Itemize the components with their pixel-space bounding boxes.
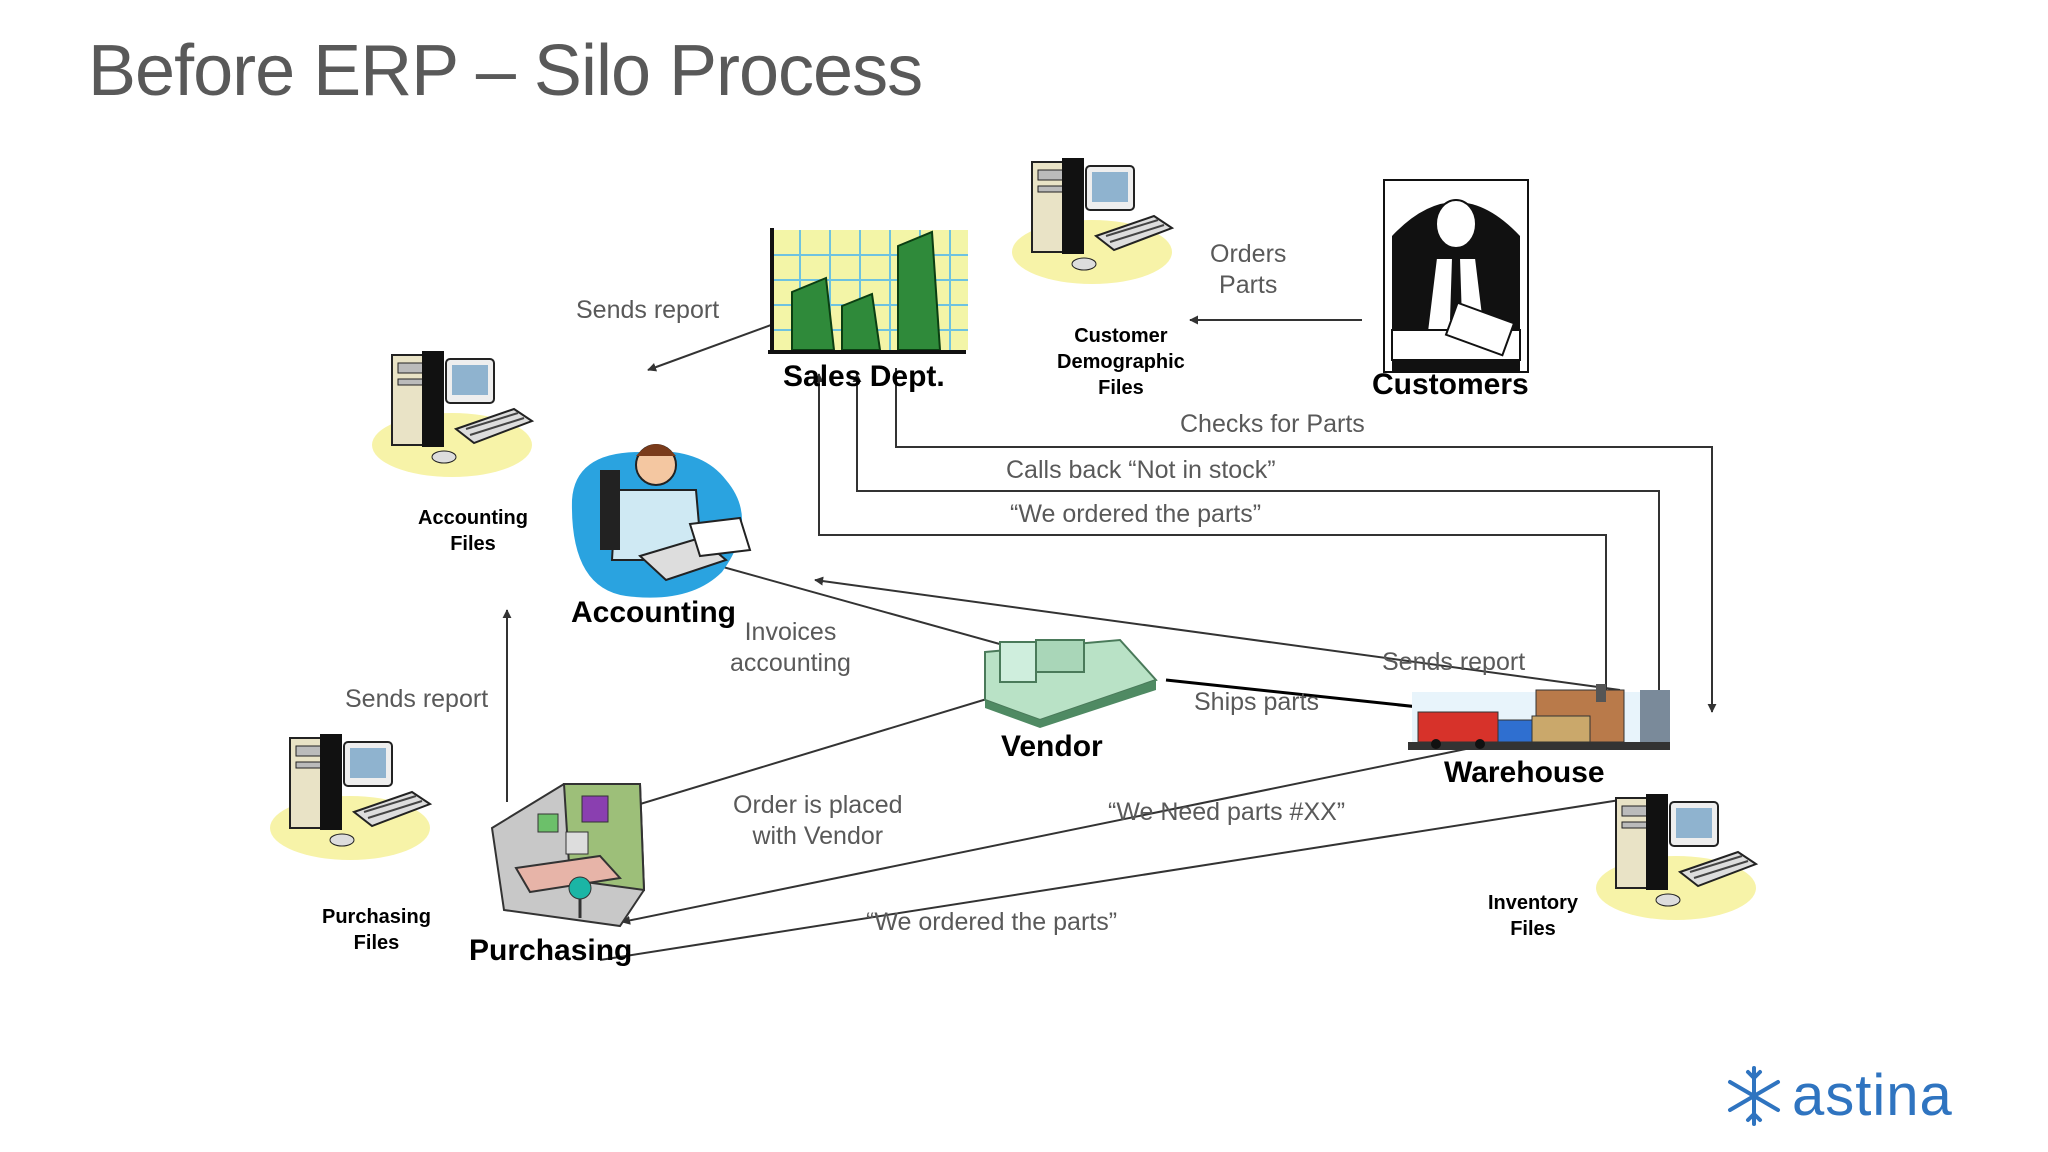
arrow-we-ordered-the-parts-bottom	[599, 799, 1621, 961]
label-ships-parts: Ships parts	[1194, 688, 1320, 716]
label-purchasing-files: Purchasing Files	[322, 906, 431, 954]
arrow-vendor-ships-parts	[1165, 678, 1430, 713]
customer-person-icon	[1383, 179, 1529, 373]
node-customers: Customers	[1372, 368, 1529, 401]
warehouse-icon	[1408, 684, 1670, 750]
label-order-placed-with-vendor: Order is placed with Vendor	[733, 791, 903, 850]
node-warehouse: Warehouse	[1444, 756, 1605, 789]
astina-logo: astina	[1722, 1058, 1953, 1134]
slide-title: Before ERP – Silo Process	[88, 31, 923, 111]
node-vendor: Vendor	[1001, 730, 1103, 763]
computer-icon	[371, 350, 533, 478]
computer-icon	[1011, 157, 1173, 285]
label-orders-parts: Orders Parts	[1210, 240, 1287, 299]
label-accounting-files: Accounting Files	[418, 507, 528, 555]
label-sends-report-sales: Sends report	[576, 296, 720, 324]
label-invoices-accounting: Invoices accounting	[730, 618, 851, 677]
arrow-checks-for-parts	[895, 368, 1717, 713]
accountant-icon	[571, 444, 752, 598]
arrow-we-ordered-the-parts-top	[814, 373, 1607, 712]
label-calls-back-not-in-stock: Calls back “Not in stock”	[1006, 456, 1276, 484]
logo-text: astina	[1792, 1063, 1953, 1128]
arrow-sales-sends-report	[647, 317, 791, 372]
node-sales-dept: Sales Dept.	[783, 360, 945, 393]
computer-icon	[269, 733, 431, 861]
computer-icon	[1595, 793, 1757, 921]
label-we-ordered-the-parts-top: “We ordered the parts”	[1010, 500, 1262, 528]
label-we-need-parts: “We Need parts #XX”	[1108, 798, 1346, 826]
purchasing-cubicle-icon	[490, 783, 646, 928]
node-purchasing: Purchasing	[469, 934, 633, 967]
vendor-building-icon	[984, 638, 1158, 728]
label-checks-for-parts: Checks for Parts	[1180, 410, 1365, 438]
label-we-ordered-the-parts-bottom: “We ordered the parts”	[866, 908, 1118, 936]
label-sends-report-purchasing: Sends report	[345, 685, 489, 713]
arrow-warehouse-sends-report	[814, 576, 1621, 691]
snowflake-icon	[1728, 1066, 1780, 1126]
sales-chart-icon	[768, 228, 968, 354]
arrow-vendor-invoices-accounting	[704, 561, 1051, 659]
node-accounting: Accounting	[571, 596, 736, 629]
label-sends-report-warehouse: Sends report	[1382, 648, 1526, 676]
label-inventory-files: Inventory Files	[1488, 892, 1579, 940]
label-customer-demographic-files: Customer Demographic Files	[1057, 325, 1185, 399]
arrow-calls-back-not-in-stock	[852, 373, 1660, 702]
connectors	[502, 315, 1717, 961]
arrow-we-need-parts	[621, 741, 1501, 925]
arrow-order-placed-with-vendor	[603, 694, 1001, 816]
